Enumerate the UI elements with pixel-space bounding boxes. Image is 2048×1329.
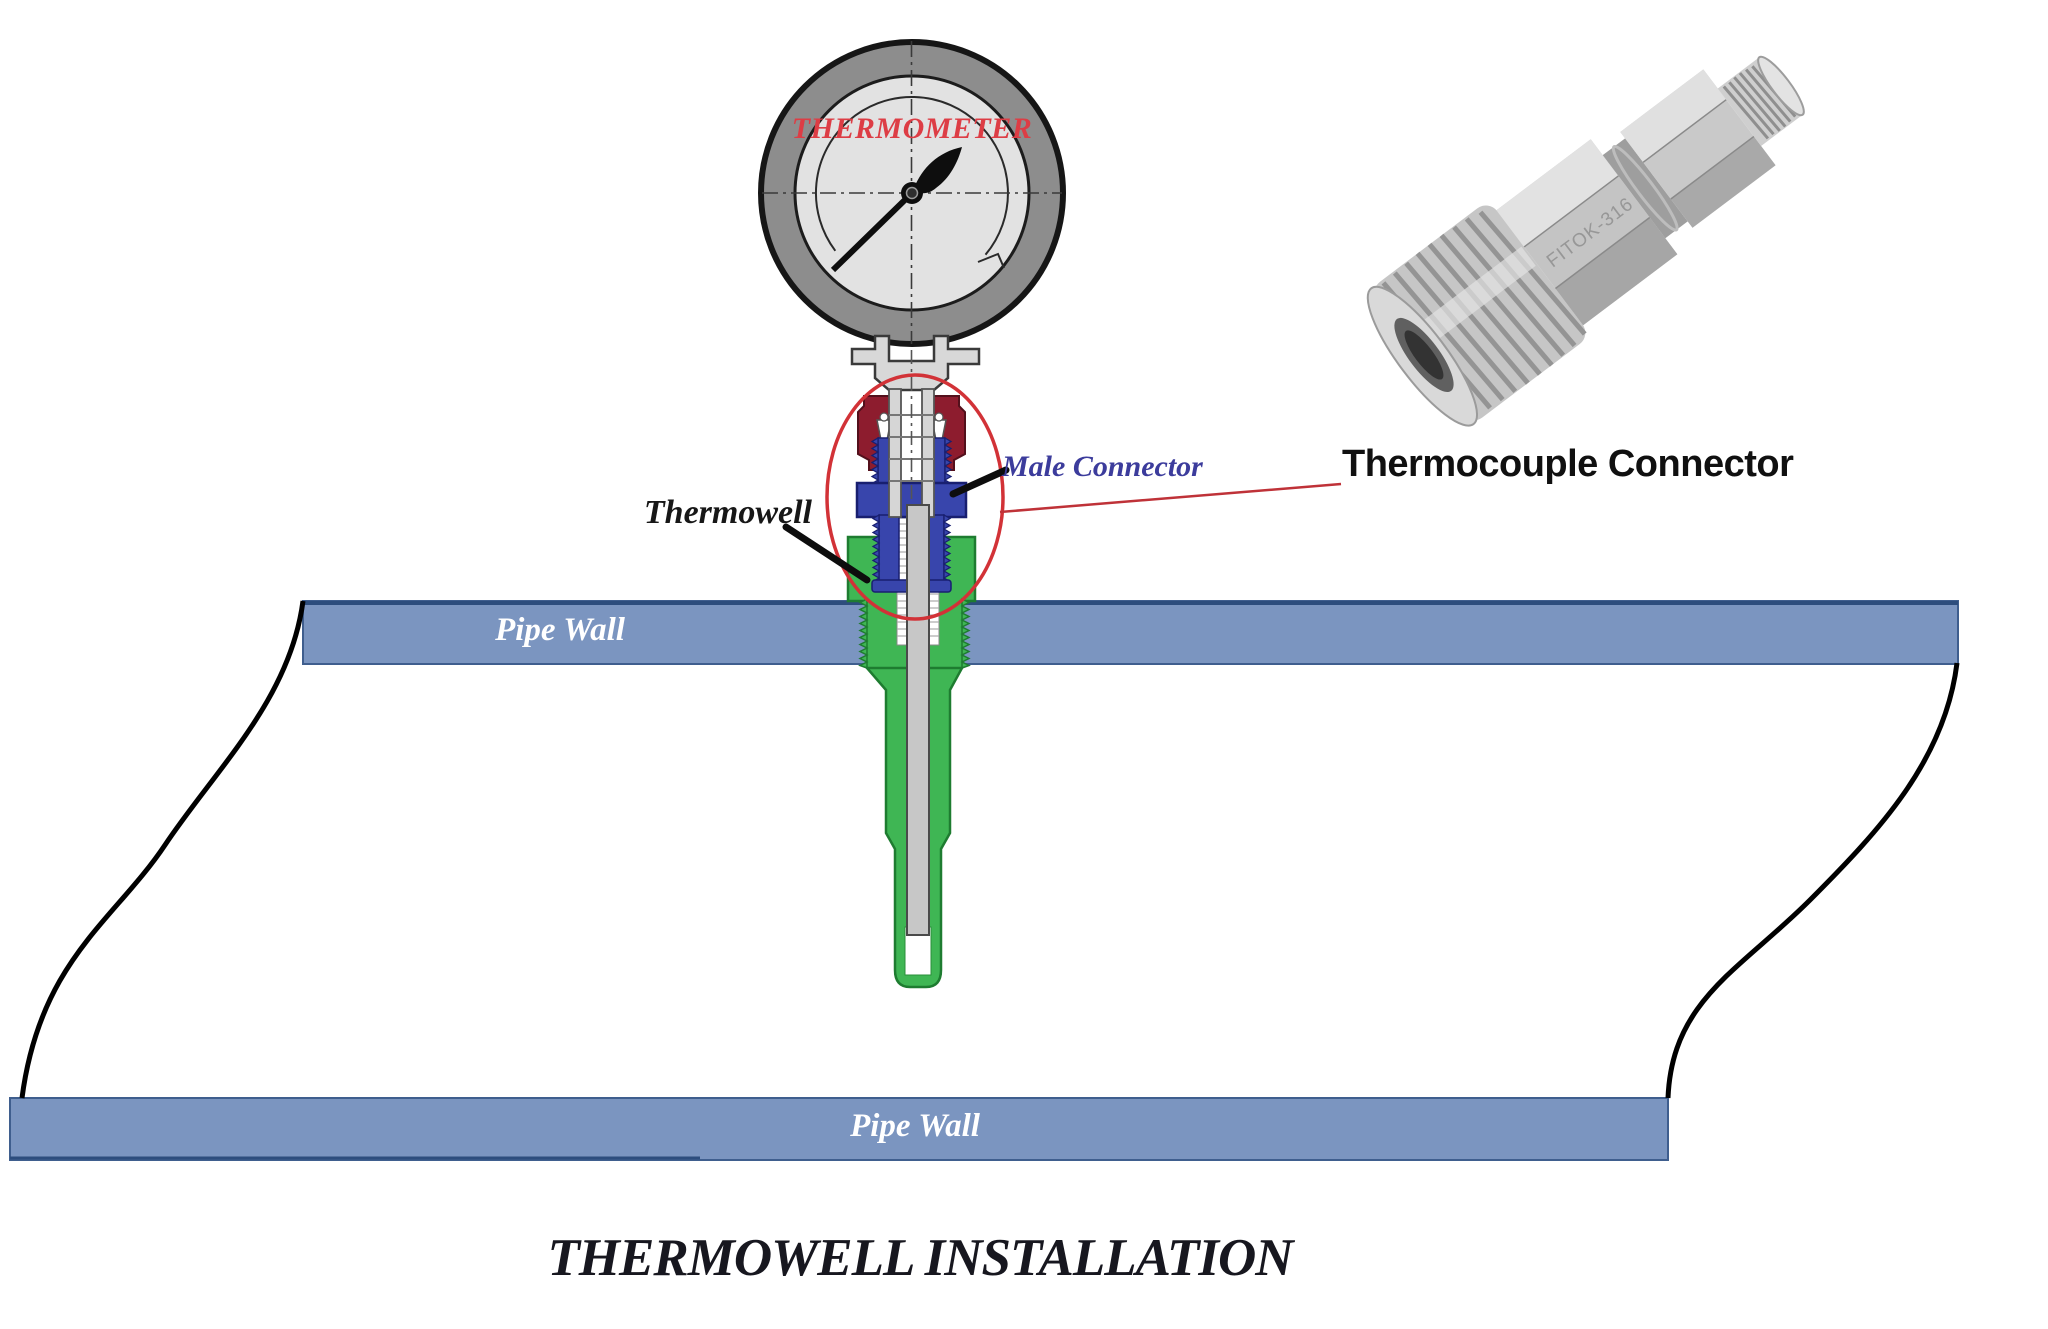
photo-tube-end <box>1757 55 1805 117</box>
thermometer-gauge <box>758 39 1066 347</box>
pipe-break-right <box>1665 662 1960 1099</box>
thermocouple-leader-line <box>999 482 1342 514</box>
thermowell-thread-right <box>960 597 971 670</box>
stem-tube <box>888 350 935 518</box>
thermowell-leader-line <box>782 523 871 584</box>
photo-bore-hole <box>1404 330 1444 380</box>
male-connector-lower-left <box>878 514 900 589</box>
male-thread-lower-right <box>942 513 952 587</box>
thermowell-label: Thermowell <box>643 494 812 531</box>
gauge-needle <box>830 147 962 273</box>
pipe-wall-upper-label: Pipe Wall <box>495 612 625 648</box>
stem-rod <box>906 504 930 936</box>
thermocouple-connector-label: Thermocouple Connector <box>1342 443 1794 485</box>
pipe-wall-lower-label: Pipe Wall <box>850 1108 980 1144</box>
thermowell-thread-left <box>858 597 869 670</box>
gauge-yoke <box>850 334 981 392</box>
pipe-body <box>9 600 1960 1161</box>
male-connector-leader-line <box>949 466 1010 498</box>
pipe-wall-lower-bar <box>9 1097 1669 1161</box>
page-title: THERMOWELL INSTALLATION <box>547 1229 1293 1287</box>
thermometer-label: THERMOMETER <box>791 112 1033 145</box>
thermocouple-connector-photo: FITOK-316 <box>1366 55 1805 427</box>
highlight-ellipse <box>825 373 1005 621</box>
pipe-wall-upper-bar <box>302 600 1959 665</box>
gauge-scale-end-tick <box>977 252 1005 269</box>
male-connector-label: Male Connector <box>1002 450 1203 483</box>
photo-groove <box>1602 138 1688 239</box>
male-thread-lower-left <box>871 513 881 587</box>
pipe-break-left <box>19 600 306 1099</box>
